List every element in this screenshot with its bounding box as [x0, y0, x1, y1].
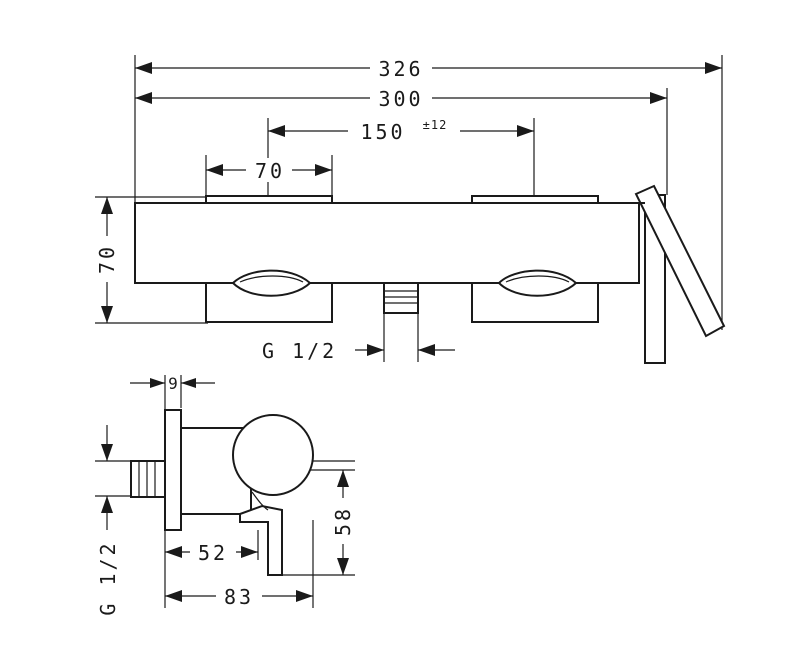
outlet-thread-label: G 1/2 — [262, 339, 337, 363]
dimension-plate-thickness: 9 — [130, 374, 215, 393]
dimension-total-depth: 83 — [165, 584, 313, 609]
plate-thickness-label: 9 — [168, 374, 178, 393]
inlet-connector — [130, 460, 166, 498]
side-view: 9 G 1/2 52 83 — [95, 374, 355, 616]
rosette-width-label: 70 — [255, 159, 285, 183]
outlet-connector — [383, 282, 419, 314]
total-depth-label: 83 — [224, 585, 254, 609]
body-depth-label: 52 — [198, 541, 228, 565]
dimension-lever-height: 58 — [331, 470, 355, 575]
inlet-thread-label: G 1/2 — [96, 540, 120, 615]
dimension-inlet-thread: G 1/2 — [96, 425, 120, 616]
body-height-label: 70 — [95, 244, 119, 274]
lever-height-label: 58 — [331, 506, 355, 536]
center-tolerance-label: ±12 — [423, 118, 448, 132]
side-lever — [239, 491, 283, 576]
side-handle-cap — [232, 414, 314, 496]
dimension-center-distance: 150 ±12 — [268, 115, 534, 144]
handle-cutout-left — [231, 269, 312, 297]
dimension-overall-width: 326 — [135, 56, 722, 81]
mixer-body — [134, 202, 640, 284]
dimension-outlet-thread: G 1/2 — [262, 313, 455, 363]
wall-plate — [164, 409, 182, 531]
overall-width-label: 326 — [378, 57, 423, 81]
dimension-body-depth: 52 — [165, 540, 258, 565]
front-view: 326 300 150 ±12 70 — [95, 55, 726, 364]
dimension-body-width: 300 — [135, 86, 667, 111]
body-width-label: 300 — [378, 87, 423, 111]
center-distance-label: 150 — [360, 120, 405, 144]
dimension-body-height: 70 — [95, 197, 119, 323]
dimension-rosette-width: 70 — [206, 158, 332, 183]
lever-handle — [634, 184, 726, 364]
handle-cutout-right — [497, 269, 578, 297]
